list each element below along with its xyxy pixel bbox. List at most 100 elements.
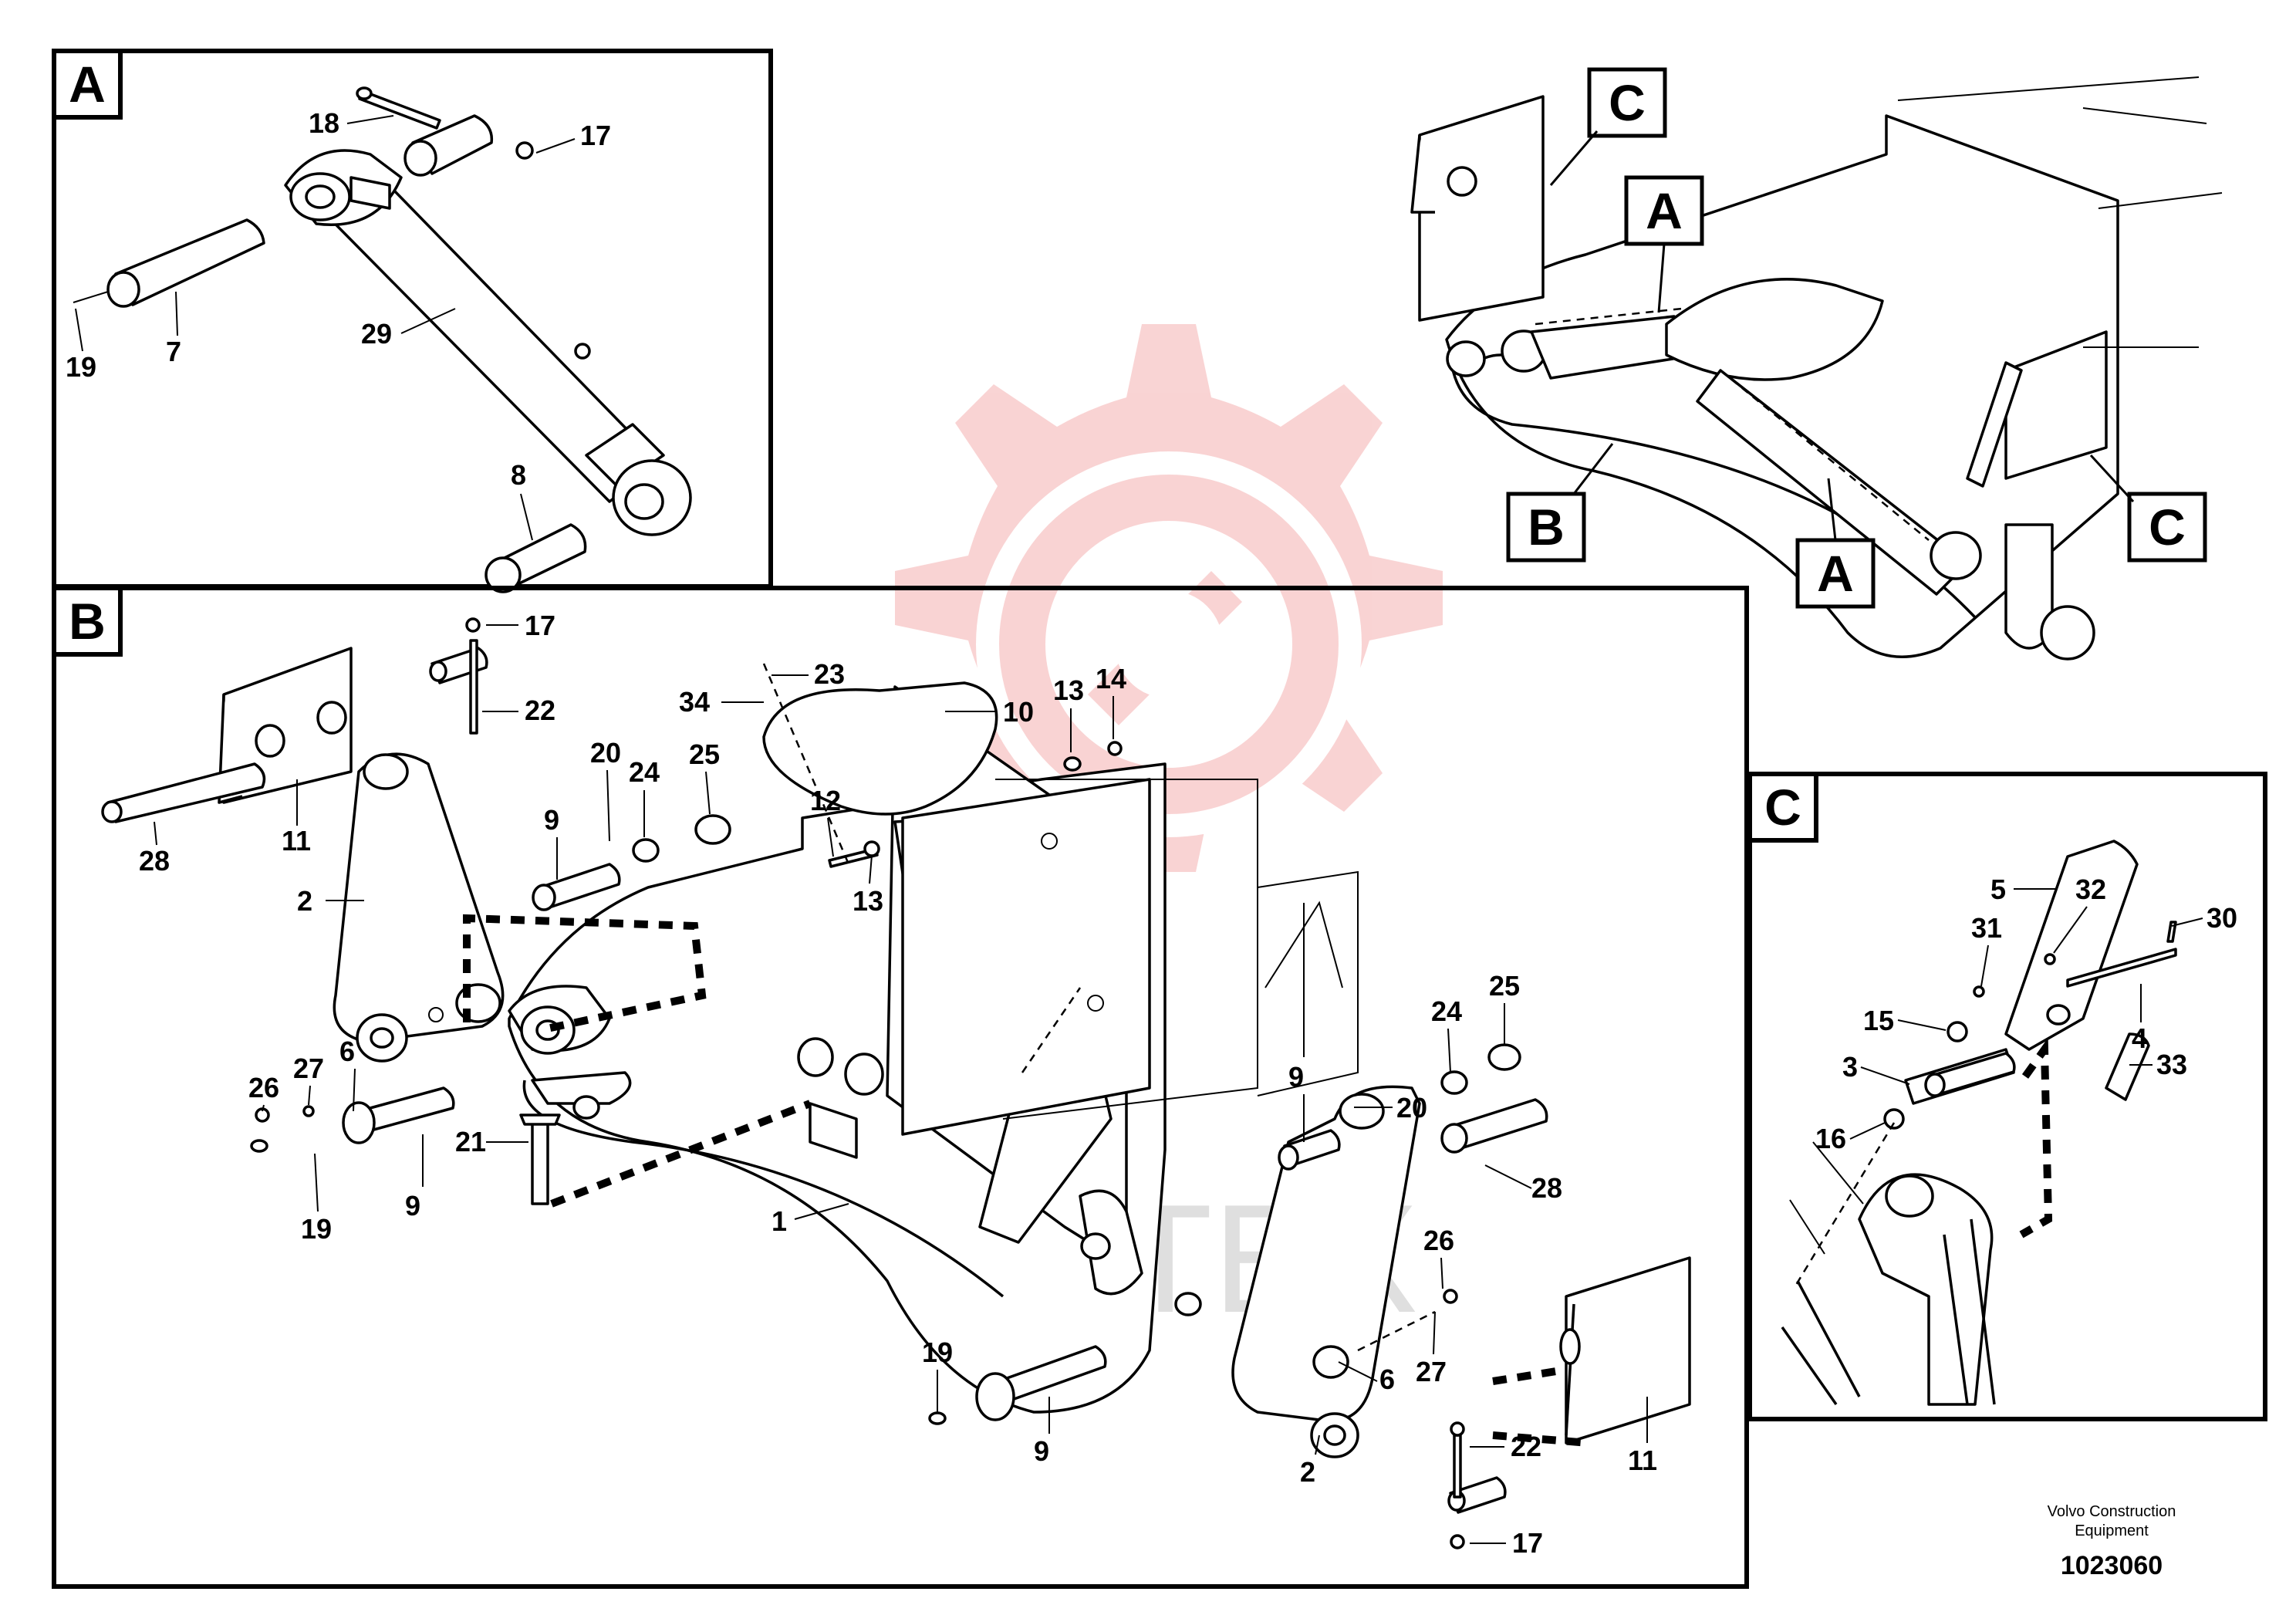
panel-a-label: A bbox=[69, 56, 106, 113]
overview-tag-b: B bbox=[1506, 443, 1614, 563]
bolt-31 bbox=[1973, 985, 1985, 998]
pin-28-right bbox=[1440, 1098, 1548, 1154]
spacer-9-upper bbox=[532, 814, 731, 911]
callout-number: 9 bbox=[1288, 1061, 1304, 1093]
overview-tag-c-top: C bbox=[1549, 67, 1667, 186]
brand-line-2: Equipment bbox=[2075, 1522, 2149, 1539]
callout-number: 15 bbox=[1863, 1005, 1894, 1036]
overview-tag-label: A bbox=[1817, 545, 1854, 602]
callout-number: 20 bbox=[590, 737, 621, 769]
callout-number: 26 bbox=[1423, 1225, 1454, 1256]
callout-number: 9 bbox=[544, 804, 559, 836]
callout-number: 30 bbox=[2207, 902, 2237, 934]
bolt-18 bbox=[356, 86, 441, 130]
callout-number: 31 bbox=[1971, 912, 2002, 944]
watermark-gear-logo bbox=[895, 324, 1443, 872]
callout-number: 19 bbox=[301, 1213, 332, 1245]
lock-plate-21 bbox=[519, 1102, 858, 1205]
callout-number: 24 bbox=[629, 756, 660, 788]
bolt-15 bbox=[1947, 1021, 1968, 1042]
callout-number: 11 bbox=[1628, 1445, 1657, 1476]
callout-number: 22 bbox=[1511, 1431, 1541, 1462]
rear-frame-plate bbox=[901, 778, 1359, 1136]
assembly-overview: C A B A C bbox=[1410, 67, 2223, 661]
callout-number: 28 bbox=[139, 845, 170, 877]
panel-c-label: C bbox=[1764, 779, 1801, 836]
hydraulic-cylinder bbox=[284, 149, 692, 536]
panel-a: A bbox=[52, 49, 773, 593]
link-arm-2-right bbox=[1231, 1085, 1421, 1458]
callout-number: 3 bbox=[1842, 1051, 1858, 1083]
callouts-panel-c: 5 32 31 30 15 3 4 33 16 bbox=[1815, 874, 2237, 1154]
callout-number: 5 bbox=[1990, 874, 2006, 905]
bracket-11-right bbox=[1559, 1256, 1691, 1445]
overview-tag-label: A bbox=[1646, 182, 1683, 239]
callout-number: 6 bbox=[1379, 1363, 1395, 1395]
pin-8 bbox=[485, 523, 587, 593]
link-arm-c bbox=[1781, 1141, 1996, 1406]
callout-number: 25 bbox=[689, 738, 720, 770]
panel-b-label: B bbox=[69, 593, 106, 650]
overview-tag-c-right: C bbox=[2089, 454, 2207, 563]
overview-tag-label: C bbox=[2149, 498, 2186, 556]
callout-number: 17 bbox=[525, 610, 555, 641]
bolt-12 bbox=[828, 741, 1123, 868]
link-arm-2-left bbox=[333, 752, 505, 1063]
callout-number: 10 bbox=[1003, 696, 1034, 728]
callout-number: 9 bbox=[405, 1190, 420, 1222]
bracket-3 bbox=[1904, 1048, 2016, 1105]
callout-number: 14 bbox=[1096, 663, 1126, 694]
pin-28-left bbox=[101, 762, 266, 823]
callout-number: 28 bbox=[1531, 1172, 1562, 1204]
pin-9-left-lower bbox=[250, 1086, 455, 1153]
callout-number: 6 bbox=[339, 1036, 355, 1067]
callout-number: 2 bbox=[1300, 1456, 1315, 1488]
callout-number: 19 bbox=[922, 1336, 953, 1368]
rod-4 bbox=[2066, 921, 2177, 988]
callout: 8 bbox=[511, 459, 526, 491]
lever-5 bbox=[2004, 840, 2139, 1051]
callout-number: 11 bbox=[282, 825, 311, 857]
callout-number: 16 bbox=[1815, 1123, 1846, 1154]
callout: 29 bbox=[361, 318, 392, 350]
callout: 7 bbox=[166, 336, 181, 367]
callout-number: 17 bbox=[1512, 1527, 1543, 1559]
callout: 19 bbox=[66, 351, 96, 383]
pin-9-center-lower bbox=[928, 1345, 1107, 1425]
washer-32 bbox=[2044, 953, 2056, 965]
sleeve-17-b-top bbox=[429, 617, 488, 735]
sleeve-33 bbox=[2105, 1032, 2150, 1101]
callout-number: 12 bbox=[810, 785, 841, 816]
callout-number: 32 bbox=[2075, 874, 2106, 905]
callout-number: 27 bbox=[1416, 1356, 1447, 1387]
sleeve-17-b-bottom bbox=[1447, 1421, 1507, 1549]
callout-number: 27 bbox=[293, 1053, 324, 1084]
callout-number: 9 bbox=[1034, 1435, 1049, 1467]
callout-number: 2 bbox=[297, 885, 312, 917]
nut-16 bbox=[1883, 1108, 1905, 1130]
callout-number: 13 bbox=[1053, 674, 1084, 706]
pin-7 bbox=[106, 218, 265, 308]
drawing-number: 1023060 bbox=[2061, 1551, 2163, 1580]
callouts-panel-b: 17 22 23 34 10 13 14 28 11 2 20 24 25 bbox=[139, 610, 1657, 1559]
callout-number: 25 bbox=[1489, 970, 1520, 1002]
overview-tag-a-top: A bbox=[1624, 175, 1704, 313]
callout: 17 bbox=[580, 120, 611, 151]
callout-number: 33 bbox=[2156, 1049, 2187, 1080]
callout: 18 bbox=[309, 107, 339, 139]
overview-tag-label: C bbox=[1609, 74, 1646, 131]
panel-c: C bbox=[1747, 772, 2267, 1421]
bushings bbox=[797, 1037, 884, 1096]
callout-number: 26 bbox=[248, 1072, 279, 1103]
spacer-9-right bbox=[1278, 1043, 1521, 1171]
brand-line-1: Volvo Construction bbox=[2048, 1503, 2176, 1520]
overview-tag-label: B bbox=[1528, 498, 1565, 556]
sleeve-17 bbox=[403, 114, 534, 177]
callout-number: 23 bbox=[814, 658, 845, 690]
callout-number: 4 bbox=[2132, 1022, 2147, 1054]
callout-number: 13 bbox=[853, 885, 883, 917]
panel-b: B bbox=[52, 586, 1749, 1589]
callout-number: 21 bbox=[455, 1126, 486, 1157]
callout-number: 1 bbox=[772, 1205, 787, 1237]
